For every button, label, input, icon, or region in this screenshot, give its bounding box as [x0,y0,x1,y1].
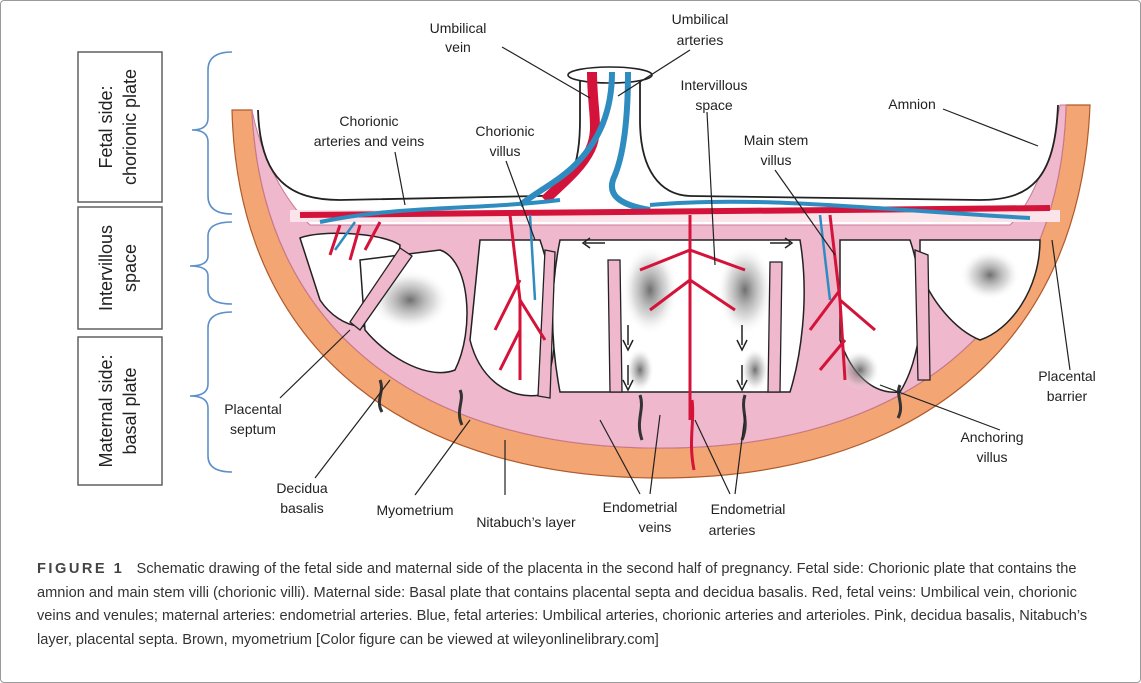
maternal-side-label-2: basal plate [120,367,140,454]
label-chorionic-av-1: Chorionic [339,113,398,129]
label-placental-barrier-2: barrier [1047,388,1088,404]
label-anchoring-villus-2: villus [976,449,1007,465]
label-main-stem-villus-1: Main stem [744,132,809,148]
label-intervillous-space-2: space [695,97,733,113]
fetal-side-label-1: Fetal side: [96,85,116,168]
figure-number: FIGURE 1 [37,561,124,577]
label-umbilical-vein-2: vein [445,39,471,55]
label-amnion: Amnion [888,96,935,112]
label-endometrial-veins-1: Endometrial [603,499,678,515]
label-intervillous-space-1: Intervillous [681,77,748,93]
placenta-diagram: Fetal side: chorionic plate Intervillous… [0,0,1141,552]
label-decidua-basalis-1: Decidua [276,480,328,496]
label-umbilical-arteries-1: Umbilical [672,11,729,27]
intervillous-side-label-2: space [120,244,140,292]
label-decidua-basalis-2: basalis [280,500,324,516]
figure-caption: FIGURE 1 Schematic drawing of the fetal … [37,558,1112,652]
label-endometrial-arteries-1: Endometrial [711,501,786,517]
label-umbilical-vein-1: Umbilical [430,20,487,36]
maternal-side-label-1: Maternal side: [96,354,116,467]
label-main-stem-villus-2: villus [760,152,791,168]
caption-text: Schematic drawing of the fetal side and … [37,561,1087,648]
label-chorionic-av-2: arteries and veins [314,133,425,149]
label-anchoring-villus-1: Anchoring [960,429,1023,445]
label-placental-barrier-1: Placental [1038,368,1096,384]
fetal-side-label-2: chorionic plate [120,69,140,185]
label-placental-septum-2: septum [230,421,276,437]
label-endometrial-arteries-2: arteries [709,522,756,538]
label-umbilical-arteries-2: arteries [677,32,724,48]
label-myometrium: Myometrium [376,502,453,518]
label-placental-septum-1: Placental [224,401,282,417]
label-endometrial-veins-2: veins [639,519,672,535]
label-chorionic-villus-2: villus [489,143,520,159]
label-nitabuch: Nitabuch’s layer [476,514,576,530]
label-chorionic-villus-1: Chorionic [475,123,534,139]
intervillous-side-label-1: Intervillous [96,225,116,311]
